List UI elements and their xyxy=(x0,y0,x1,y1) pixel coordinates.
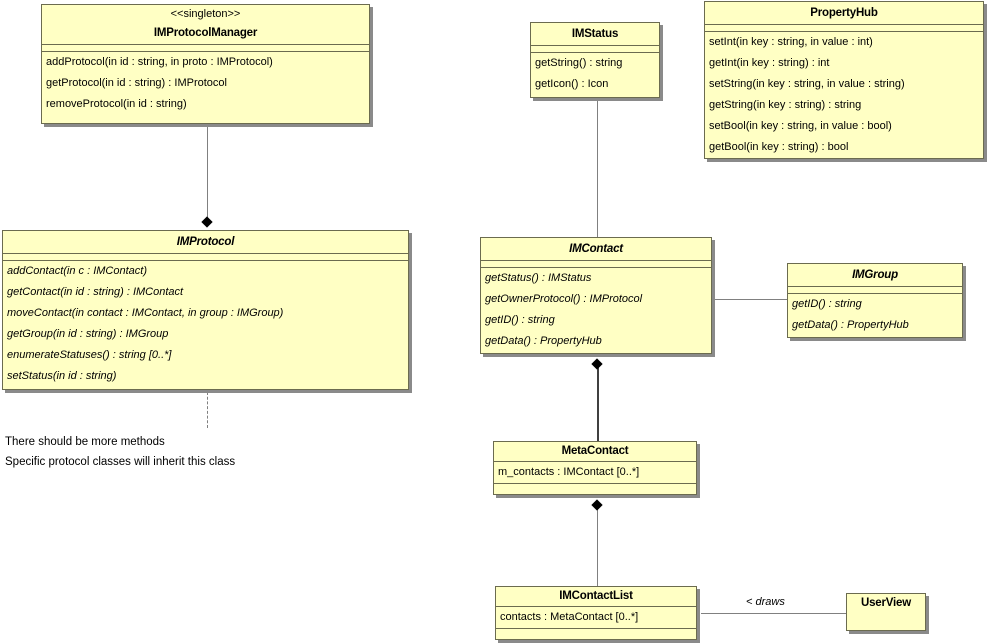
class-imstatus[interactable]: IMStatus getString() : string getIcon() … xyxy=(530,22,660,98)
attributes-compartment xyxy=(705,25,983,32)
class-name: IMContact xyxy=(569,243,623,255)
operation: getString() : string xyxy=(535,57,623,69)
class-header: IMContactList xyxy=(496,587,696,607)
class-propertyhub[interactable]: PropertyHub setInt(in key : string, in v… xyxy=(704,1,984,159)
operations-compartment: addContact(in c : IMContact) getContact(… xyxy=(3,261,408,387)
attributes-compartment xyxy=(3,254,408,261)
class-name: UserView xyxy=(861,597,911,609)
class-name: IMGroup xyxy=(852,269,898,281)
class-name: IMStatus xyxy=(571,28,619,40)
class-improtocol[interactable]: IMProtocol addContact(in c : IMContact) … xyxy=(2,230,409,390)
operation: enumerateStatuses() : string [0..*] xyxy=(7,349,172,361)
operations-compartment: getID() : string getData() : PropertyHub xyxy=(788,294,962,336)
class-imcontact[interactable]: IMContact getStatus() : IMStatus getOwne… xyxy=(480,237,712,354)
class-name: MetaContact xyxy=(561,445,629,457)
attributes-compartment xyxy=(42,45,369,52)
association-contactlist-userview xyxy=(701,613,846,614)
class-header: IMStatus xyxy=(531,23,659,46)
class-header: MetaContact xyxy=(494,442,696,462)
composition-contact-metacontact xyxy=(597,364,599,442)
operation: getProtocol(in id : string) : IMProtocol xyxy=(46,77,227,89)
attributes-compartment xyxy=(788,287,962,294)
association-contact-group xyxy=(712,299,788,300)
class-header: IMProtocol xyxy=(3,231,408,254)
draws-association-label: < draws xyxy=(746,596,785,608)
attributes-compartment: m_contacts : IMContact [0..*] xyxy=(494,462,696,484)
operation: getBool(in key : string) : bool xyxy=(709,141,849,153)
operation: addContact(in c : IMContact) xyxy=(7,265,148,277)
operation: setInt(in key : string, in value : int) xyxy=(709,36,873,48)
operation: getIcon() : Icon xyxy=(535,78,609,90)
attributes-compartment xyxy=(481,261,711,268)
class-name: IMProtocol xyxy=(176,236,235,248)
operation: setStatus(in id : string) xyxy=(7,370,117,382)
operation: getString(in key : string) : string xyxy=(709,99,862,111)
class-improtocolmanager[interactable]: <<singleton>> IMProtocolManager addProto… xyxy=(41,4,370,124)
composition-diamond-icon xyxy=(591,499,603,511)
composition-diamond-icon xyxy=(591,358,603,370)
operation: addProtocol(in id : string, in proto : I… xyxy=(46,56,273,68)
class-metacontact[interactable]: MetaContact m_contacts : IMContact [0..*… xyxy=(493,441,697,495)
operation: getOwnerProtocol() : IMProtocol xyxy=(485,293,643,305)
association-status-contact xyxy=(597,98,598,238)
class-header: <<singleton>> IMProtocolManager xyxy=(42,5,369,45)
operation: getID() : string xyxy=(792,298,862,310)
operation: setString(in key : string, in value : st… xyxy=(709,78,905,90)
operations-compartment: addProtocol(in id : string, in proto : I… xyxy=(42,52,369,115)
attributes-compartment: contacts : MetaContact [0..*] xyxy=(496,607,696,629)
class-userview[interactable]: UserView xyxy=(846,593,926,631)
class-imgroup[interactable]: IMGroup getID() : string getData() : Pro… xyxy=(787,263,963,338)
operations-compartment: getString() : string getIcon() : Icon xyxy=(531,53,659,95)
operation: getData() : PropertyHub xyxy=(485,335,602,347)
class-header: IMGroup xyxy=(788,264,962,287)
composition-diamond-icon xyxy=(201,216,213,228)
operation: getGroup(in id : string) : IMGroup xyxy=(7,328,169,340)
class-name: IMContactList xyxy=(559,590,633,602)
operations-compartment: setInt(in key : string, in value : int) … xyxy=(705,32,983,158)
operation: getData() : PropertyHub xyxy=(792,319,909,331)
class-name: PropertyHub xyxy=(810,7,878,19)
attributes-compartment xyxy=(531,46,659,53)
operation: getID() : string xyxy=(485,314,555,326)
class-imcontactlist[interactable]: IMContactList contacts : MetaContact [0.… xyxy=(495,586,697,640)
operation: removeProtocol(in id : string) xyxy=(46,98,187,110)
note-line: There should be more methods xyxy=(5,436,165,448)
operations-compartment: getStatus() : IMStatus getOwnerProtocol(… xyxy=(481,268,711,352)
operation: getContact(in id : string) : IMContact xyxy=(7,286,184,298)
operation: getStatus() : IMStatus xyxy=(485,272,592,284)
composition-metacontact-contactlist xyxy=(597,506,598,586)
note-anchor-line xyxy=(207,392,208,428)
operation: setBool(in key : string, in value : bool… xyxy=(709,120,892,132)
composition-manager-protocol xyxy=(207,124,208,220)
attribute: contacts : MetaContact [0..*] xyxy=(500,611,639,623)
attribute: m_contacts : IMContact [0..*] xyxy=(498,466,640,478)
class-name: IMProtocolManager xyxy=(153,27,258,39)
operation: moveContact(in contact : IMContact, in g… xyxy=(7,307,284,319)
note-line: Specific protocol classes will inherit t… xyxy=(5,456,236,468)
operation: getInt(in key : string) : int xyxy=(709,57,830,69)
class-header: PropertyHub xyxy=(705,2,983,25)
class-header: IMContact xyxy=(481,238,711,261)
stereotype-label: <<singleton>> xyxy=(170,8,241,20)
